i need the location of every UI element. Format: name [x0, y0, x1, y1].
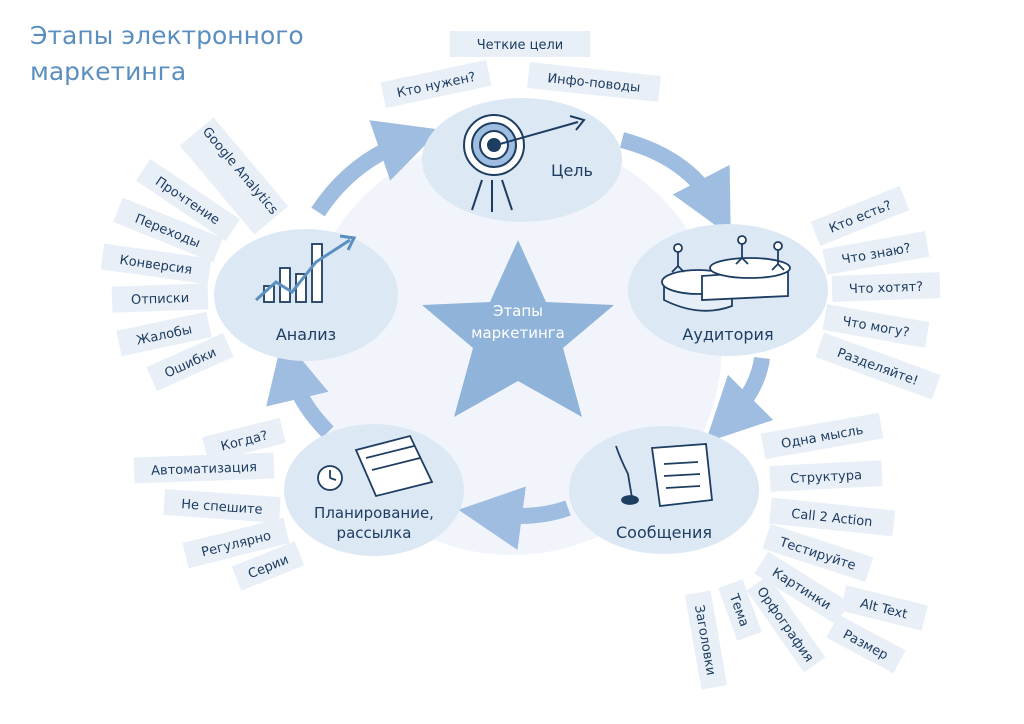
arrow-analysis-to-goal	[311, 120, 441, 217]
title-line-1: Этапы электронного	[30, 21, 304, 50]
calendar-clock-icon	[317, 434, 434, 498]
tag: Четкие цели	[450, 31, 590, 57]
stage-messages-label: Сообщения	[616, 523, 712, 542]
tag: Отписки	[111, 283, 209, 313]
tag: Жалобы	[116, 311, 212, 357]
stage-audience: Аудитория	[628, 224, 828, 356]
stage-analysis-label: Анализ	[276, 325, 336, 344]
quill-scroll-icon	[615, 443, 713, 507]
svg-text:Не спешите: Не спешите	[181, 497, 263, 518]
tag: Call 2 Action	[768, 497, 896, 537]
pie-chart-people-icon	[661, 235, 791, 312]
tag: Кто нужен?	[380, 60, 492, 108]
stage-audience-label: Аудитория	[682, 325, 773, 344]
stage-planning-label-line-1: Планирование,	[314, 504, 434, 522]
tag: Структура	[769, 460, 883, 492]
title-line-2: маркетинга	[30, 57, 187, 86]
center-label-line-2: маркетинга	[471, 324, 565, 342]
stage-goal: Цель	[422, 98, 622, 222]
tag: Конверсия	[100, 243, 212, 285]
tag: Инфо-поводы	[527, 62, 661, 102]
cycle-arrows	[266, 120, 774, 550]
page-title: Этапы электронного маркетинга	[30, 18, 304, 90]
stage-planning-label-line-2: рассылка	[337, 524, 412, 542]
stage-analysis: Анализ	[214, 229, 398, 361]
target-icon	[463, 114, 586, 212]
tags-goal: Четкие цели Кто нужен? Инфо-поводы	[380, 31, 661, 108]
stage-planning: Планирование, рассылка	[284, 424, 464, 556]
tag: Одна мысль	[760, 412, 884, 460]
tag: Не спешите	[163, 488, 281, 524]
svg-text:Структура: Структура	[790, 468, 863, 487]
tags-audience: Кто есть? Что знаю? Что хотят? Что могу?…	[810, 185, 941, 400]
arrow-audience-to-messages	[705, 356, 774, 443]
stage-messages: Сообщения	[569, 426, 759, 554]
tag: Заголовки	[684, 590, 728, 690]
tag: Что хотят?	[831, 272, 941, 302]
center-star	[422, 240, 614, 417]
svg-text:Что хотят?: Что хотят?	[849, 280, 924, 298]
svg-text:Отписки: Отписки	[131, 291, 190, 308]
arrow-goal-to-audience	[619, 132, 731, 237]
stage-goal-circle	[422, 98, 622, 222]
tag: Автоматизация	[133, 452, 275, 484]
stage-goal-label: Цель	[551, 161, 593, 180]
svg-text:Автоматизация: Автоматизация	[151, 460, 257, 479]
arrow-messages-to-planning	[458, 486, 571, 550]
arrow-planning-to-analysis	[266, 336, 334, 438]
center-label-line-1: Этапы	[493, 302, 543, 320]
tags-planning: Когда? Автоматизация Не спешите Регулярн…	[133, 417, 305, 591]
growth-chart-icon	[254, 234, 357, 303]
svg-text:Четкие цели: Четкие цели	[477, 38, 564, 53]
